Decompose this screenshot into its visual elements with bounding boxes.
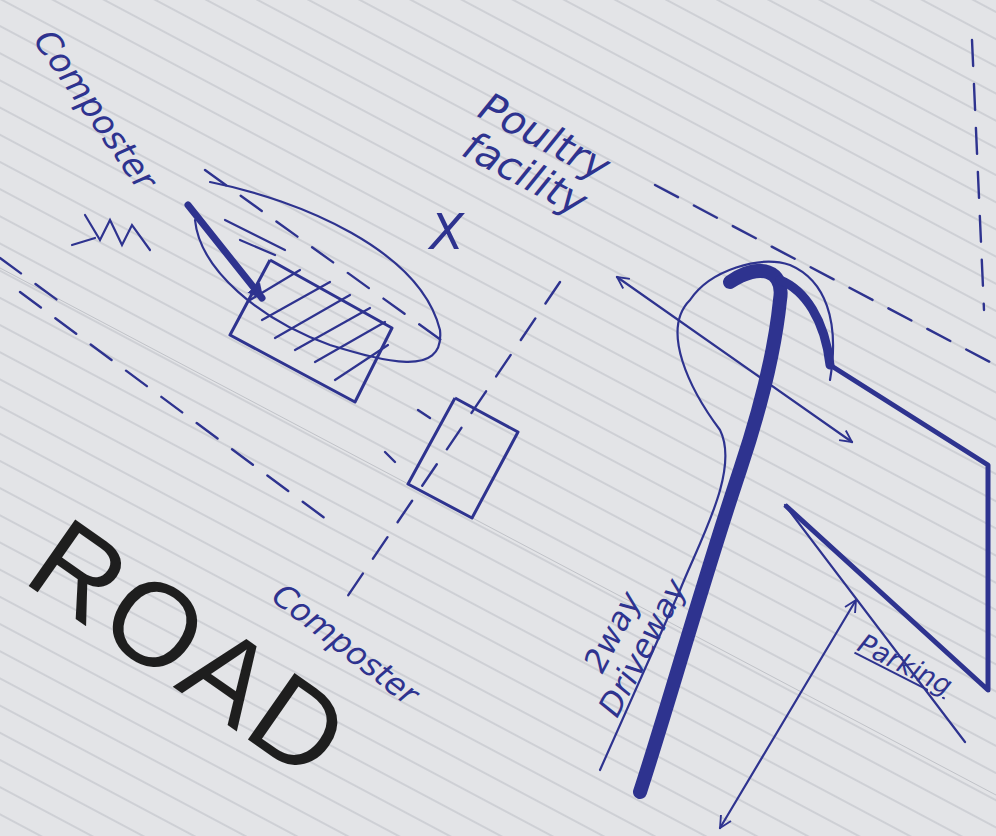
node-shape: [230, 260, 392, 402]
composter-box: Composter: [220, 250, 400, 410]
scribble: [72, 215, 150, 250]
parking-area: Parking: [770, 350, 995, 700]
boundary-dash: [20, 292, 330, 522]
boundary-dash: [205, 170, 452, 348]
mark-label: X: [417, 206, 477, 259]
node-outline: [220, 250, 400, 410]
driveway-stroke: [780, 280, 830, 365]
leader-line: [785, 505, 965, 742]
boundary-dash: [972, 40, 984, 310]
node-outline: [400, 395, 525, 520]
boundary-dash: [0, 258, 60, 302]
node-shape: [408, 398, 518, 518]
boundary-dash: [345, 282, 560, 600]
dimension-arrow: [720, 600, 856, 828]
paper-fold: [0, 268, 996, 795]
driveway-stroke: [640, 271, 781, 792]
direction-arrow: [617, 277, 852, 442]
leader-arrow: [188, 205, 262, 298]
composter-box: Composter: [400, 395, 525, 520]
